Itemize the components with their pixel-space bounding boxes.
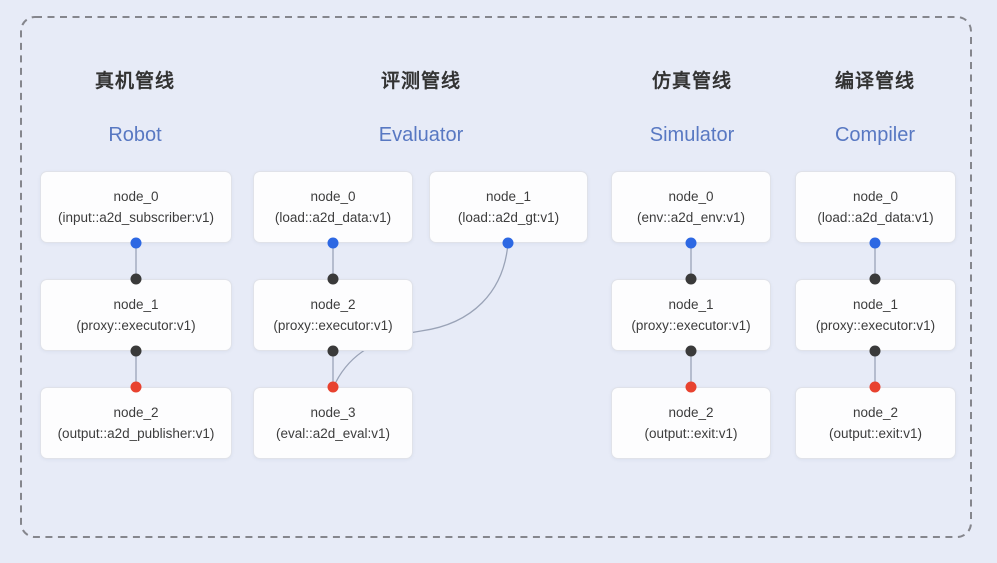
node-box-compiler-0: node_0 (load::a2d_data:v1) (795, 171, 956, 243)
node-detail: (proxy::executor:v1) (273, 318, 393, 333)
pipeline-title-zh-robot: 真机管线 (94, 71, 176, 92)
node-box-evaluator-0: node_0 (load::a2d_data:v1) (253, 171, 413, 243)
node-box-compiler-2: node_2 (output::exit:v1) (795, 387, 956, 459)
node-name: node_3 (310, 405, 356, 420)
node-name: node_1 (113, 297, 159, 312)
node-box-evaluator-2: node_2 (proxy::executor:v1) (253, 279, 413, 351)
pipeline-title-en-compiler: Compiler (834, 124, 916, 146)
node-box-robot-2: node_2 (output::a2d_publisher:v1) (40, 387, 232, 459)
pipeline-title-en-robot: Robot (108, 124, 162, 146)
node-box-compiler-1: node_1 (proxy::executor:v1) (795, 279, 956, 351)
node-detail: (env::a2d_env:v1) (636, 210, 746, 225)
node-detail: (output::a2d_publisher:v1) (57, 426, 215, 441)
node-box-simulator-1: node_1 (proxy::executor:v1) (611, 279, 771, 351)
pipeline-title-zh-simulator: 仿真管线 (651, 71, 733, 92)
node-detail: (eval::a2d_eval:v1) (275, 426, 391, 441)
dashed-boundary (20, 16, 972, 538)
node-detail: (load::a2d_gt:v1) (457, 210, 560, 225)
pipeline-title-zh-compiler: 编译管线 (834, 71, 916, 92)
pipeline-title-en-evaluator: Evaluator (378, 124, 464, 146)
node-detail: (proxy::executor:v1) (76, 318, 196, 333)
node-name: node_2 (668, 405, 714, 420)
node-box-evaluator-1: node_1 (load::a2d_gt:v1) (429, 171, 588, 243)
node-name: node_2 (113, 405, 159, 420)
node-detail: (load::a2d_data:v1) (817, 210, 934, 225)
node-name: node_1 (668, 297, 714, 312)
node-name: node_0 (113, 189, 159, 204)
node-name: node_1 (852, 297, 899, 312)
node-name: node_1 (485, 189, 532, 204)
pipeline-title-en-simulator: Simulator (649, 124, 735, 146)
node-name: node_0 (852, 189, 899, 204)
node-box-evaluator-3: node_3 (eval::a2d_eval:v1) (253, 387, 413, 459)
node-box-robot-1: node_1 (proxy::executor:v1) (40, 279, 232, 351)
node-box-simulator-0: node_0 (env::a2d_env:v1) (611, 171, 771, 243)
node-box-robot-0: node_0 (input::a2d_subscriber:v1) (40, 171, 232, 243)
node-name: node_0 (310, 189, 356, 204)
node-detail: (output::exit:v1) (828, 426, 923, 441)
node-detail: (load::a2d_data:v1) (274, 210, 392, 225)
pipeline-title-zh-evaluator: 评测管线 (380, 71, 462, 92)
node-detail: (input::a2d_subscriber:v1) (57, 210, 215, 225)
node-detail: (proxy::executor:v1) (815, 318, 936, 333)
node-detail: (proxy::executor:v1) (631, 318, 751, 333)
node-name: node_2 (310, 297, 356, 312)
node-box-simulator-2: node_2 (output::exit:v1) (611, 387, 771, 459)
node-detail: (output::exit:v1) (644, 426, 738, 441)
edge-eval-n1-n3-curve (333, 242, 509, 387)
node-name: node_2 (852, 405, 899, 420)
node-name: node_0 (668, 189, 714, 204)
